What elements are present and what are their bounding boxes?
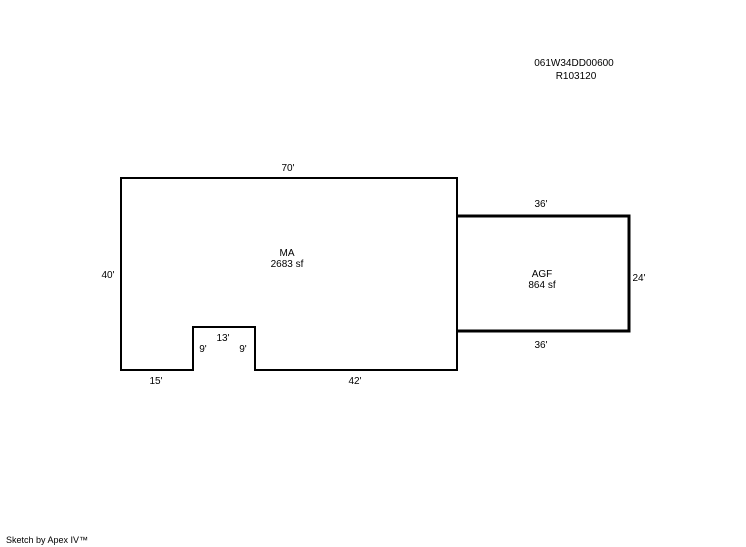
dim-main-bottom-left: 15' <box>149 376 162 387</box>
account-id: R103120 <box>556 71 597 82</box>
dim-main-left: 40' <box>101 270 114 281</box>
sketch-credit: Sketch by Apex IV™ <box>6 535 89 545</box>
dim-garage-bottom: 36' <box>534 340 547 351</box>
garage-area-outline <box>457 214 631 333</box>
dim-main-bottom-right: 42' <box>348 376 361 387</box>
garage-area-code: AGF <box>532 269 553 280</box>
parcel-id: 061W34DD00600 <box>534 58 614 69</box>
dim-garage-top: 36' <box>534 199 547 210</box>
garage-area-size: 864 sf <box>528 280 555 291</box>
dim-garage-right: 24' <box>632 273 645 284</box>
dim-notch-left: 9' <box>199 344 207 355</box>
main-area-size: 2683 sf <box>271 259 304 270</box>
dim-main-top: 70' <box>281 163 294 174</box>
main-area-code: MA <box>280 248 295 259</box>
dim-notch-right: 9' <box>239 344 247 355</box>
dim-notch-top: 13' <box>216 333 229 344</box>
main-area-outline <box>120 177 458 371</box>
